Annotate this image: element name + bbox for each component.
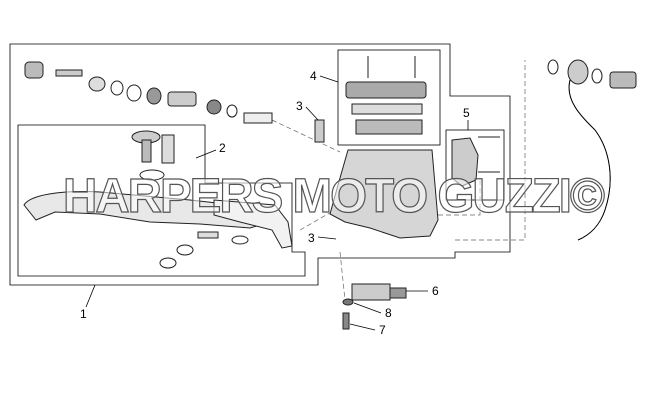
leader-1 (85, 284, 96, 308)
leader-3b (317, 236, 337, 240)
callout-3b: 3 (308, 231, 315, 245)
brake-light-switch (351, 283, 391, 301)
guide-line (430, 180, 481, 216)
reservoir-cover-kit (345, 56, 427, 135)
brake-hose-outline (568, 79, 611, 241)
clip-1 (176, 244, 194, 256)
bleed-screw (314, 119, 325, 143)
lever-assembly-outline (17, 124, 306, 277)
dust-cap (24, 61, 44, 79)
pivot-pin (141, 139, 152, 163)
callout-2: 2 (219, 141, 226, 155)
callout-7: 7 (379, 323, 386, 337)
clamp-kit (451, 136, 500, 187)
piston-parts-row (24, 61, 273, 124)
brake-hose-assembly (547, 59, 637, 241)
banjo-fitting (567, 59, 589, 85)
leader-3a (305, 106, 319, 121)
leader-4 (319, 75, 339, 83)
banjo-washer (547, 59, 559, 75)
diaphragm (355, 119, 423, 135)
clamp-kit-outline (445, 129, 505, 201)
adjuster-spring (197, 231, 219, 239)
diaphragm-plate (351, 103, 423, 115)
o-ring (226, 104, 238, 118)
assembly-outline (9, 43, 511, 286)
switch-screw (342, 312, 350, 330)
piston (167, 91, 197, 107)
cover-kit-outline (337, 49, 441, 146)
leader-8 (353, 302, 382, 314)
guide-line (299, 209, 336, 231)
brake-switch-group (342, 283, 407, 330)
pushrod (55, 69, 83, 77)
brake-lever (23, 191, 271, 229)
callout-1: 1 (80, 307, 87, 321)
master-cylinder-body (329, 149, 439, 239)
pivot-washer (139, 169, 165, 181)
callout-4: 4 (310, 69, 317, 83)
handlebar-clamp (451, 137, 479, 187)
switch-washer (342, 298, 354, 306)
callout-8: 8 (385, 306, 392, 320)
clip-2 (159, 257, 177, 269)
guide-line (271, 119, 341, 153)
banjo-washer (591, 68, 603, 84)
piston-seal (206, 99, 222, 115)
lever-pivot-parts (131, 130, 175, 181)
spring (243, 112, 273, 124)
bushing (161, 134, 175, 164)
seal (146, 87, 162, 105)
lever-adjuster-plate (213, 199, 293, 249)
banjo-bolt (609, 71, 637, 89)
reservoir-cap (345, 81, 427, 99)
callout-6: 6 (432, 284, 439, 298)
boot (88, 76, 106, 92)
callout-5: 5 (463, 106, 470, 120)
washer (126, 84, 142, 102)
guide-line (339, 251, 346, 301)
leader-2 (195, 149, 217, 159)
leader-7 (349, 323, 376, 331)
callout-3a: 3 (296, 99, 303, 113)
switch-connector (389, 287, 407, 299)
watermark: HARPERS MOTO GUZZI© (63, 170, 605, 223)
circlip (110, 80, 124, 96)
lever-washer (231, 235, 249, 245)
